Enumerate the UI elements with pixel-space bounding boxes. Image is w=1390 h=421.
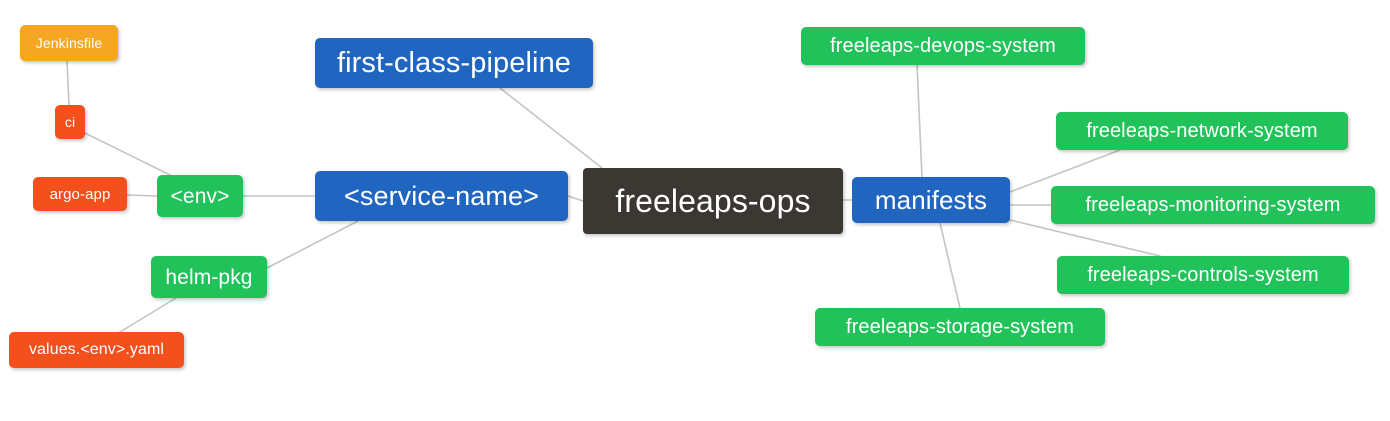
node-label: Jenkinsfile xyxy=(35,35,103,51)
node-label: first-class-pipeline xyxy=(336,46,572,79)
node-label: freeleaps-network-system xyxy=(1086,120,1318,142)
node-label: ci xyxy=(64,114,76,130)
node-label: manifests xyxy=(874,185,988,215)
node-freeleaps-storage-system[interactable]: freeleaps-storage-system xyxy=(815,308,1105,346)
node-freeleaps-monitoring-system[interactable]: freeleaps-monitoring-system xyxy=(1051,186,1375,224)
node-label: freeleaps-storage-system xyxy=(845,316,1075,338)
node-values-env-yaml[interactable]: values.<env>.yaml xyxy=(9,332,184,368)
node-freeleaps-ops[interactable]: freeleaps-ops xyxy=(583,168,843,234)
node-label: freeleaps-controls-system xyxy=(1087,264,1319,286)
node-label: freeleaps-ops xyxy=(615,183,811,219)
node-freeleaps-network-system[interactable]: freeleaps-network-system xyxy=(1056,112,1348,150)
node-label: argo-app xyxy=(49,185,111,203)
node-label: values.<env>.yaml xyxy=(28,341,165,358)
node-argo-app[interactable]: argo-app xyxy=(33,177,127,211)
node-label: freeleaps-devops-system xyxy=(830,35,1056,57)
node-first-class-pipeline[interactable]: first-class-pipeline xyxy=(315,38,593,88)
node-label: <env> xyxy=(170,184,230,208)
node-label: freeleaps-monitoring-system xyxy=(1085,194,1341,216)
node-env[interactable]: <env> xyxy=(157,175,243,217)
node-service-name[interactable]: <service-name> xyxy=(315,171,568,221)
node-label: helm-pkg xyxy=(165,265,253,289)
node-jenkinsfile[interactable]: Jenkinsfile xyxy=(20,25,118,61)
node-label: <service-name> xyxy=(344,180,539,211)
node-ci[interactable]: ci xyxy=(55,105,85,139)
node-freeleaps-controls-system[interactable]: freeleaps-controls-system xyxy=(1057,256,1349,294)
node-helm-pkg[interactable]: helm-pkg xyxy=(151,256,267,298)
node-manifests[interactable]: manifests xyxy=(852,177,1010,223)
node-freeleaps-devops-system[interactable]: freeleaps-devops-system xyxy=(801,27,1085,65)
